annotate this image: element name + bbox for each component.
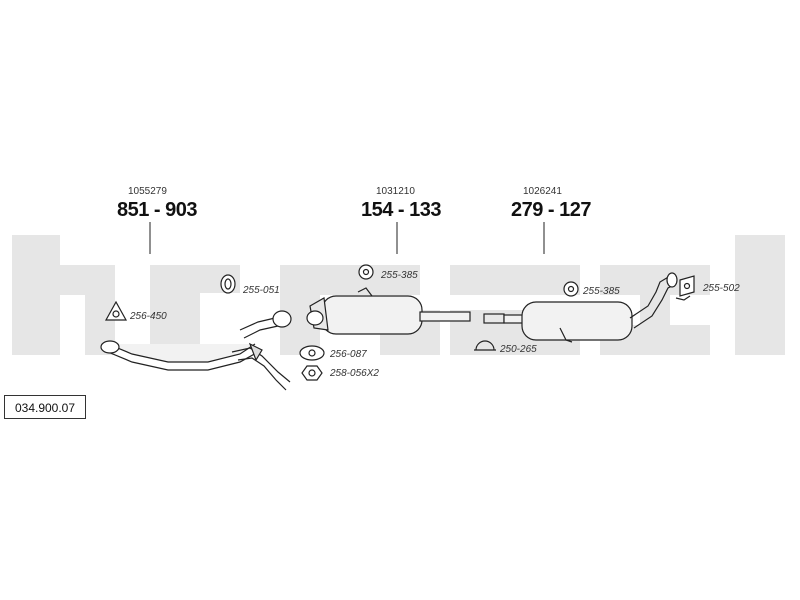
watermark-shapes <box>12 235 785 355</box>
front-pipe <box>100 310 292 391</box>
rear-silencer <box>521 272 691 343</box>
triangle-gasket-icon <box>104 300 128 321</box>
diagram-code-box: 034.900.07 <box>4 395 86 419</box>
pipe-clamp-icon <box>474 340 496 351</box>
assembly-part-number: 851 - 903 <box>117 199 198 221</box>
component-code: 256-450 <box>130 311 167 322</box>
component-code: 255-385 <box>381 270 418 281</box>
rubber-hanger-icon <box>220 274 236 294</box>
component-code: 250-265 <box>500 344 537 355</box>
assembly-part-number: 154 - 133 <box>361 199 442 221</box>
assembly-article-number: 1031210 <box>376 186 415 197</box>
rubber-ring-icon <box>563 281 579 297</box>
hex-nut-icon <box>301 365 323 381</box>
component-code: 255-051 <box>243 285 280 296</box>
assembly-article-number: 1026241 <box>523 186 562 197</box>
oval-gasket-icon <box>299 345 325 361</box>
middle-silencer <box>306 287 471 335</box>
rubber-mount-icon <box>679 275 695 297</box>
component-code: 255-502 <box>703 283 740 294</box>
assembly-part-number: 279 - 127 <box>511 199 592 221</box>
component-code: 258-056X2 <box>330 368 379 379</box>
component-code: 256-087 <box>330 349 367 360</box>
assembly-article-number: 1055279 <box>128 186 167 197</box>
rubber-ring-icon <box>358 264 374 280</box>
component-code: 255-385 <box>583 286 620 297</box>
